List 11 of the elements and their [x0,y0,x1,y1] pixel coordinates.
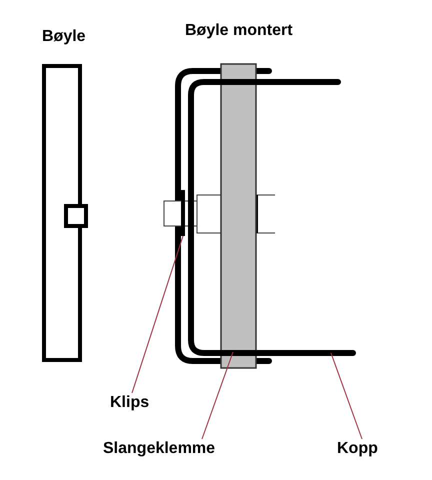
leader-line [330,352,362,440]
part-label: Klips [110,395,150,411]
heading-label: Bøyle [42,29,86,45]
clip-bar [181,190,185,236]
part-label: Slangeklemme [103,441,216,457]
leader-line [202,352,234,440]
cup-rod [188,79,356,356]
part-label: Kopp [337,441,378,457]
heading-label: Bøyle montert [185,23,293,39]
hose-clamp [220,63,257,369]
leader-line [132,236,184,394]
